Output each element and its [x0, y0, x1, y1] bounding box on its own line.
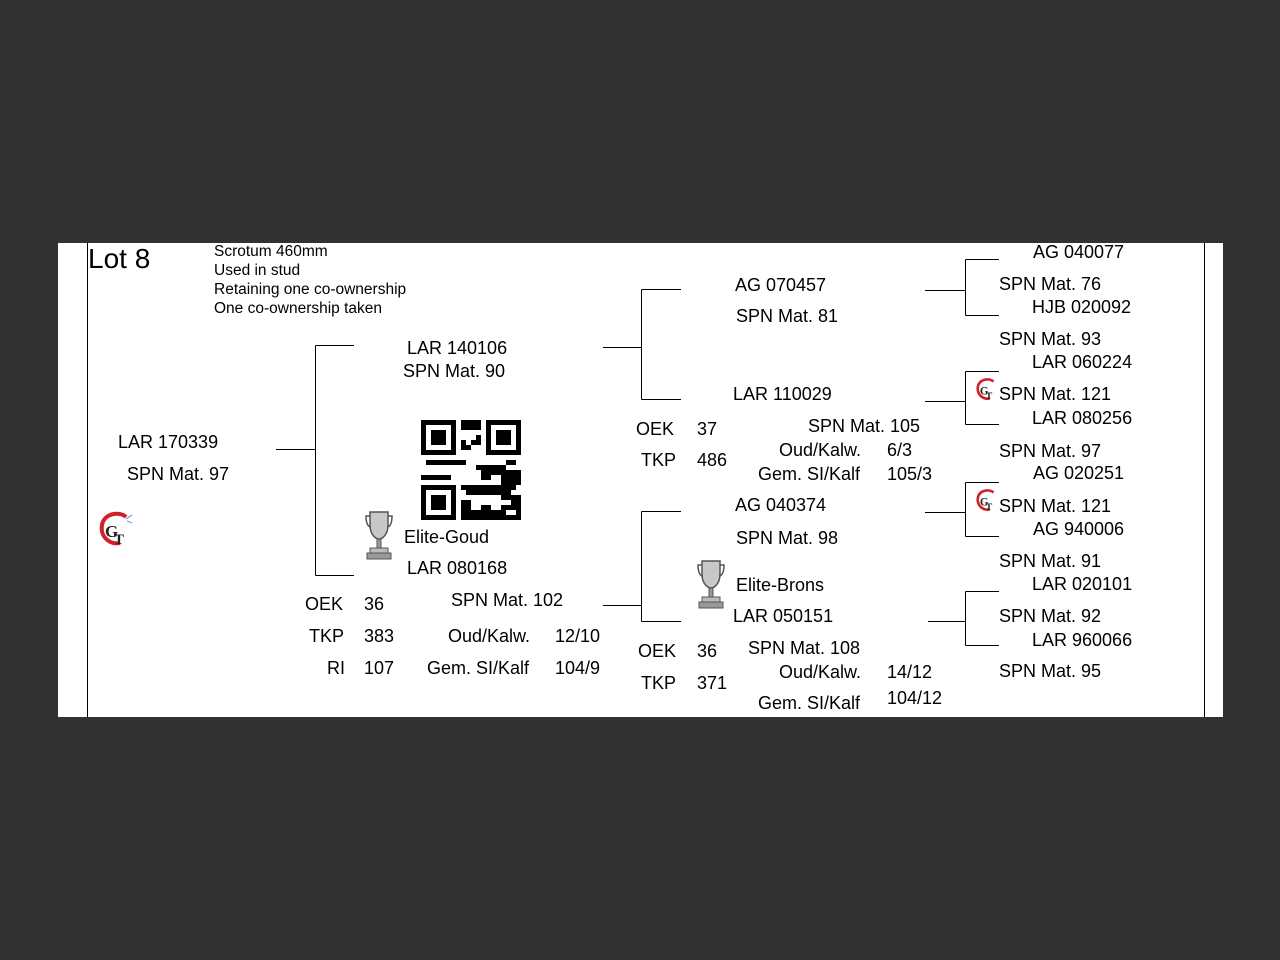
- dam-tkp-label: TKP: [309, 626, 345, 646]
- subject-mat: SPN Mat. 97: [127, 464, 230, 484]
- gt-logo: G T: [974, 488, 1000, 514]
- note-used-in-stud: Used in stud: [214, 262, 301, 279]
- trophy-icon: [696, 558, 726, 610]
- ggp-7-mat: SPN Mat. 92: [999, 606, 1102, 626]
- svg-text:G: G: [105, 522, 118, 541]
- sd-mat: SPN Mat. 105: [808, 416, 921, 436]
- dam-oek-label: OEK: [305, 594, 344, 614]
- dam-award: Elite-Goud: [404, 527, 490, 547]
- note-scrotum: Scrotum 460mm: [214, 243, 328, 260]
- ggp-3-mat: SPN Mat. 121: [999, 384, 1112, 404]
- sire-id: LAR 140106: [407, 338, 508, 358]
- gt-logo: G T: [96, 511, 136, 549]
- ds-id: AG 040374: [735, 495, 827, 515]
- gt-logo: G T: [974, 377, 1000, 403]
- ggp-4-id: LAR 080256: [1032, 408, 1133, 428]
- ggp-5-id: AG 020251: [1033, 463, 1125, 483]
- subject-id: LAR 170339: [118, 432, 219, 452]
- ds-mat: SPN Mat. 98: [736, 528, 839, 548]
- svg-text:T: T: [986, 391, 993, 402]
- dd-tkp-label: TKP: [641, 673, 677, 693]
- ss-mat: SPN Mat. 81: [736, 306, 839, 326]
- sd-oud: 6/3: [887, 440, 913, 460]
- ggp-8-id: LAR 960066: [1032, 630, 1133, 650]
- dd-tkp: 371: [697, 673, 728, 693]
- dd-oud-label: Oud/Kalw.: [779, 662, 862, 682]
- ss-id: AG 070457: [735, 275, 827, 295]
- sd-tkp-label: TKP: [641, 450, 677, 470]
- ggp-2-mat: SPN Mat. 93: [999, 329, 1102, 349]
- dd-gem: 104/12: [887, 688, 943, 708]
- dd-oek-label: OEK: [638, 641, 677, 661]
- dam-oek: 36: [364, 594, 385, 614]
- sd-oek-label: OEK: [636, 419, 675, 439]
- dam-oud-label: Oud/Kalw.: [448, 626, 531, 646]
- dam-ri: 107: [364, 658, 395, 678]
- sd-gem-label: Gem. SI/Kalf: [758, 464, 861, 484]
- ggp-8-mat: SPN Mat. 95: [999, 661, 1102, 681]
- ggp-3-id: LAR 060224: [1032, 352, 1133, 372]
- dam-id: LAR 080168: [407, 558, 508, 578]
- ggp-4-mat: SPN Mat. 97: [999, 441, 1102, 461]
- sd-id: LAR 110029: [733, 384, 832, 404]
- dd-award: Elite-Brons: [736, 575, 825, 595]
- dam-gem: 104/9: [555, 658, 601, 678]
- pedigree-lines: [87, 243, 1205, 717]
- ggp-5-mat: SPN Mat. 121: [999, 496, 1112, 516]
- sd-tkp: 486: [697, 450, 728, 470]
- dd-oek: 36: [697, 641, 718, 661]
- svg-text:T: T: [986, 502, 993, 513]
- ggp-7-id: LAR 020101: [1032, 574, 1133, 594]
- dam-oud: 12/10: [555, 626, 601, 646]
- svg-text:G: G: [980, 386, 989, 398]
- trophy-icon: [364, 509, 394, 561]
- dd-id: LAR 050151: [733, 606, 834, 626]
- sd-oek: 37: [697, 419, 718, 439]
- dd-mat: SPN Mat. 108: [748, 638, 861, 658]
- lot-label: Lot 8: [88, 243, 151, 274]
- sd-gem: 105/3: [887, 464, 933, 484]
- note-taken: One co-ownership taken: [214, 300, 383, 317]
- dam-mat: SPN Mat. 102: [451, 590, 564, 610]
- note-retaining: Retaining one co-ownership: [214, 281, 407, 298]
- dam-ri-label: RI: [327, 658, 345, 678]
- sd-oud-label: Oud/Kalw.: [779, 440, 862, 460]
- svg-text:G: G: [980, 497, 989, 509]
- qr-code: [421, 420, 521, 520]
- svg-text:T: T: [114, 532, 124, 548]
- ggp-1-mat: SPN Mat. 76: [999, 274, 1102, 294]
- dam-gem-label: Gem. SI/Kalf: [427, 658, 530, 678]
- ggp-1-id: AG 040077: [1033, 243, 1125, 262]
- dd-gem-label: Gem. SI/Kalf: [758, 693, 861, 713]
- ggp-6-id: AG 940006: [1033, 519, 1125, 539]
- dam-tkp: 383: [364, 626, 395, 646]
- pedigree-sheet: Lot 8 Scrotum 460mm Used in stud Retaini…: [58, 243, 1223, 717]
- dd-oud: 14/12: [887, 662, 933, 682]
- ggp-2-id: HJB 020092: [1032, 297, 1132, 317]
- ggp-6-mat: SPN Mat. 91: [999, 551, 1102, 571]
- sire-mat: SPN Mat. 90: [403, 361, 506, 381]
